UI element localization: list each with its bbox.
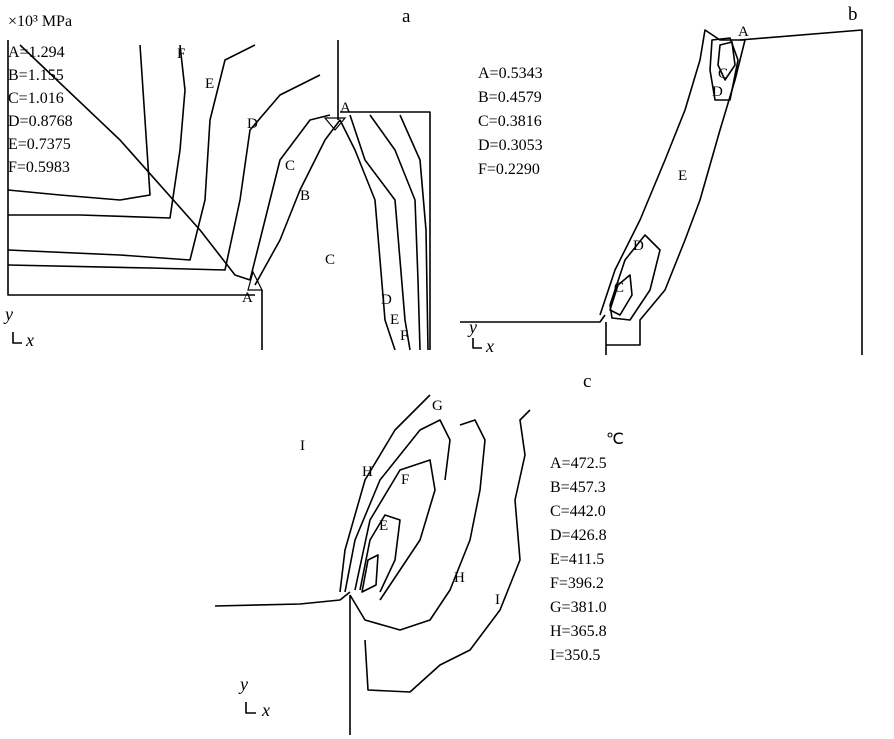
- panel-a-boundary: [7, 40, 431, 350]
- contour-label: C: [325, 252, 335, 268]
- legend-entry: B=0.4579: [478, 89, 542, 106]
- legend-unit: ℃: [606, 431, 624, 448]
- axis-indicator-c: y x: [238, 674, 270, 720]
- axis-x-label: x: [25, 330, 34, 350]
- panel-a-contour: [7, 44, 151, 201]
- panel-label-a: a: [402, 6, 411, 27]
- panel-a-contour: [254, 119, 396, 351]
- legend-entry: F=396.2: [550, 575, 604, 592]
- panel-a-contour: [7, 44, 256, 261]
- axis-arrow: [12, 332, 22, 344]
- axis-y-label: y: [467, 317, 477, 337]
- legend-entry: D=426.8: [550, 527, 607, 544]
- legend-entry: C=0.3816: [478, 113, 542, 130]
- contour-label: A: [738, 24, 749, 40]
- panel-a-contour: [349, 114, 411, 351]
- panel-a-tip: [247, 117, 347, 291]
- axis-y-label: y: [3, 304, 13, 324]
- axis-arrow: [472, 338, 482, 349]
- legend-entry: F=0.5983: [8, 159, 70, 176]
- legend-entry: A=0.5343: [478, 65, 543, 82]
- panel-a-contour: [399, 114, 429, 351]
- axis-x-label: x: [261, 700, 270, 720]
- contour-label: E: [205, 76, 214, 92]
- contour-label: H: [362, 464, 373, 480]
- contour-label: F: [177, 46, 185, 62]
- legend-entry: E=411.5: [550, 551, 605, 568]
- panel-a-contour: [8, 44, 186, 219]
- panel-c-contour: [361, 554, 379, 593]
- legend-a: ×10³ MPa A=1.294 B=1.155 C=1.016 D=0.876…: [8, 10, 73, 179]
- contour-label: D: [633, 238, 644, 254]
- contour-label: I: [300, 438, 305, 454]
- contour-label: D: [381, 292, 392, 308]
- panel-a: F E D C B A A C D E F a: [7, 6, 431, 351]
- panel-c-contour: [354, 459, 436, 601]
- axis-arrow: [245, 702, 256, 714]
- legend-entry: D=0.3053: [478, 137, 543, 154]
- panel-c-contour: [344, 419, 451, 593]
- contour-label: A: [340, 100, 351, 116]
- panel-c-contour: [364, 409, 531, 693]
- legend-entry: A=1.294: [8, 44, 65, 61]
- panel-b-contour: [717, 41, 736, 81]
- panel-b-contour: [599, 29, 746, 346]
- panel-a-contour: [19, 44, 331, 281]
- panel-c-contour: [349, 419, 486, 631]
- panel-c: G I H F E H I c: [214, 371, 591, 735]
- axis-y-label: y: [238, 674, 248, 694]
- contour-label: G: [432, 398, 443, 414]
- legend-entry: C=1.016: [8, 90, 64, 107]
- panel-b-contour: [709, 37, 739, 101]
- legend-unit: ×10³ MPa: [8, 13, 73, 30]
- legend-entry: I=350.5: [550, 647, 601, 664]
- panel-c-boundary: [214, 591, 351, 735]
- contour-label: D: [247, 116, 258, 132]
- contour-label: F: [401, 472, 409, 488]
- panel-b: A C D E D C b: [460, 4, 863, 355]
- panel-label-b: b: [848, 4, 858, 25]
- contour-label: E: [678, 168, 687, 184]
- contour-label: C: [614, 280, 624, 296]
- contour-label: D: [712, 84, 723, 100]
- panel-b-contour: [609, 234, 661, 321]
- legend-entry: F=0.2290: [478, 161, 540, 178]
- contour-label: I: [495, 592, 500, 608]
- panel-a-contour: [369, 114, 421, 351]
- panel-c-contour: [359, 514, 401, 593]
- contour-label: C: [718, 66, 728, 82]
- legend-entry: D=0.8768: [8, 113, 73, 130]
- panel-a-contour: [7, 74, 321, 271]
- legend-entry: B=1.155: [8, 67, 64, 84]
- legend-c: ℃ A=472.5 B=457.3 C=442.0 D=426.8 E=411.…: [550, 428, 624, 668]
- axis-indicator-a: y x: [3, 304, 34, 350]
- panel-b-boundary: [460, 29, 863, 355]
- contour-label: B: [300, 188, 310, 204]
- legend-entry: G=381.0: [550, 599, 607, 616]
- contour-label: C: [285, 158, 295, 174]
- legend-b: A=0.5343 B=0.4579 C=0.3816 D=0.3053 F=0.…: [478, 62, 543, 182]
- contour-label: F: [400, 328, 408, 344]
- legend-entry: B=457.3: [550, 479, 606, 496]
- panel-c-contour: [339, 394, 431, 593]
- axis-indicator-b: y x: [467, 317, 494, 356]
- contour-label: E: [379, 518, 388, 534]
- legend-entry: H=365.8: [550, 623, 607, 640]
- axis-x-label: x: [485, 336, 494, 356]
- contour-label: A: [242, 290, 253, 306]
- panel-label-c: c: [583, 371, 591, 392]
- legend-entry: C=442.0: [550, 503, 606, 520]
- panel-b-contour: [609, 274, 633, 316]
- legend-entry: A=472.5: [550, 455, 607, 472]
- contour-label: E: [390, 312, 399, 328]
- contour-label: H: [454, 570, 465, 586]
- legend-entry: E=0.7375: [8, 136, 71, 153]
